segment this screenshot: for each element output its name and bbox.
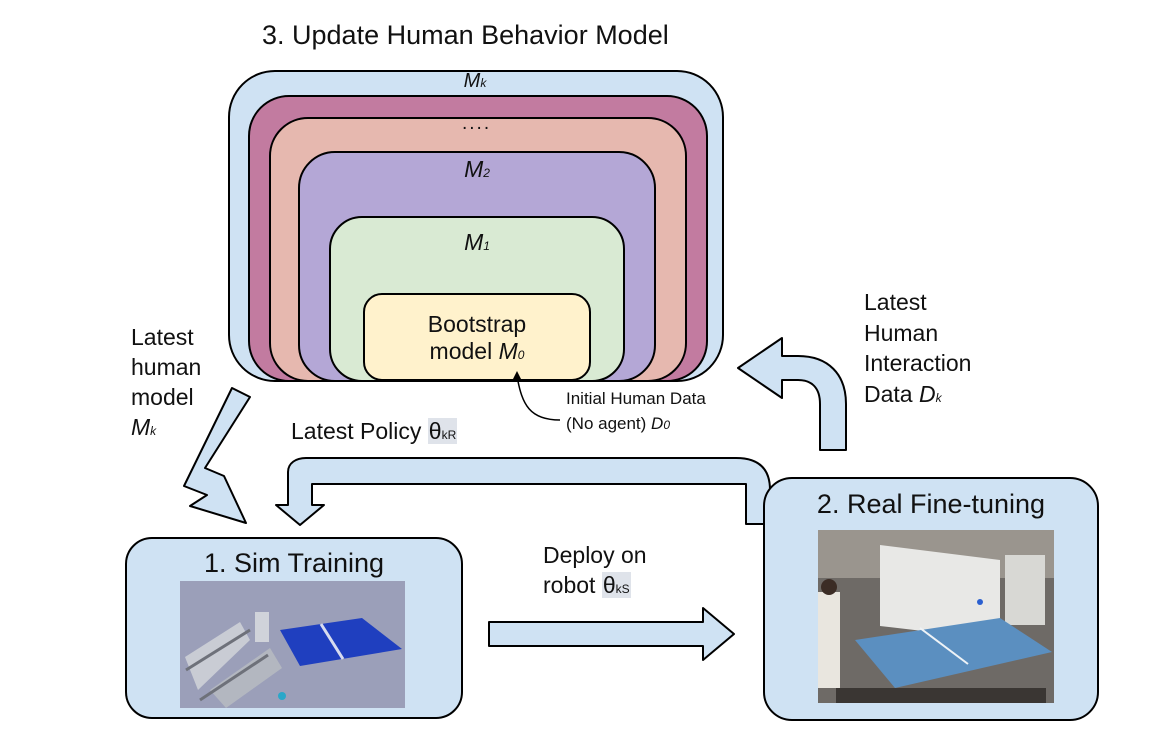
initial-data-label: Initial Human Data (No agent) D0 xyxy=(566,386,706,438)
deploy-sub: kS xyxy=(615,582,630,596)
m1-sub: 1 xyxy=(483,239,490,253)
latest-interaction-line1: Latest xyxy=(864,289,927,315)
deploy-line1: Deploy on xyxy=(543,542,647,568)
latest-policy-sub: kR xyxy=(441,428,457,442)
m1-letter: M xyxy=(464,229,484,255)
diagram-title: 3. Update Human Behavior Model xyxy=(262,20,669,50)
real-finetuning-photo xyxy=(818,530,1054,703)
deploy-label: Deploy on robot θkS xyxy=(543,540,647,604)
d0-letter: D xyxy=(651,414,664,433)
model-label-m2: M2 xyxy=(452,156,502,183)
latest-policy-prefix: Latest Policy xyxy=(291,418,428,444)
latest-mk-sub: k xyxy=(150,424,157,438)
latest-interaction-line4: Data Dk xyxy=(864,379,971,414)
latest-policy-theta-symbol: θ xyxy=(428,418,442,444)
m0-letter: M xyxy=(498,338,518,364)
deploy-theta-symbol: θ xyxy=(602,572,616,598)
m2-sub: 2 xyxy=(483,166,490,180)
latest-human-model-line1: Latest xyxy=(131,324,194,350)
m2-letter: M xyxy=(464,156,484,182)
latest-interaction-line2: Human xyxy=(864,319,939,346)
latest-human-model-line2: human xyxy=(131,354,202,380)
model-label-mk: Mk xyxy=(450,70,500,93)
deploy-line2-prefix: robot xyxy=(543,572,602,598)
m0-sub: 0 xyxy=(517,348,525,362)
mk-letter: M xyxy=(463,70,481,92)
latest-human-model-line3: model xyxy=(131,384,194,410)
arrow-policy-return xyxy=(275,457,781,526)
bootstrap-label: Bootstrap model M0 xyxy=(364,311,590,369)
dk-letter: D xyxy=(918,380,936,407)
latest-interaction-line3: Interaction xyxy=(864,350,972,376)
sim-training-image xyxy=(180,581,405,708)
d0-sub: 0 xyxy=(663,418,671,432)
bootstrap-line2: model M0 xyxy=(364,338,590,369)
latest-mk-letter: M xyxy=(131,414,151,440)
initial-data-pointer xyxy=(516,375,561,421)
arrow-model-to-sim xyxy=(183,387,251,524)
model-label-m1: M1 xyxy=(452,229,502,256)
initial-data-pointer-head xyxy=(512,371,522,381)
latest-human-model-label: Latest human model Mk xyxy=(131,322,201,446)
model-box-bootstrap xyxy=(363,293,591,381)
latest-policy-label: Latest Policy θkR xyxy=(291,418,458,445)
initial-data-line2-prefix: (No agent) xyxy=(566,414,652,433)
real-finetuning-title: 2. Real Fine-tuning xyxy=(816,489,1046,519)
deploy-line2: robot θkS xyxy=(543,570,647,604)
arrow-deploy xyxy=(488,607,735,661)
bootstrap-line1: Bootstrap xyxy=(427,311,527,337)
initial-data-line1: Initial Human Data xyxy=(566,389,706,408)
model-label-dots: .... xyxy=(462,113,492,134)
latest-interaction-label: Latest Human Interaction Data Dk xyxy=(864,287,971,413)
deploy-theta: θkS xyxy=(601,572,631,598)
mk-sub: k xyxy=(480,76,487,90)
sim-training-title: 1. Sim Training xyxy=(203,548,385,578)
initial-data-line2: (No agent) D0 xyxy=(566,411,706,438)
arrow-interaction-up xyxy=(737,337,847,451)
latest-interaction-data-prefix: Data xyxy=(864,380,919,407)
dk-sub: k xyxy=(935,390,942,405)
latest-human-model-mk: Mk xyxy=(131,412,201,446)
latest-policy-theta: θkR xyxy=(427,418,458,444)
bootstrap-line2-prefix: model xyxy=(429,338,499,364)
